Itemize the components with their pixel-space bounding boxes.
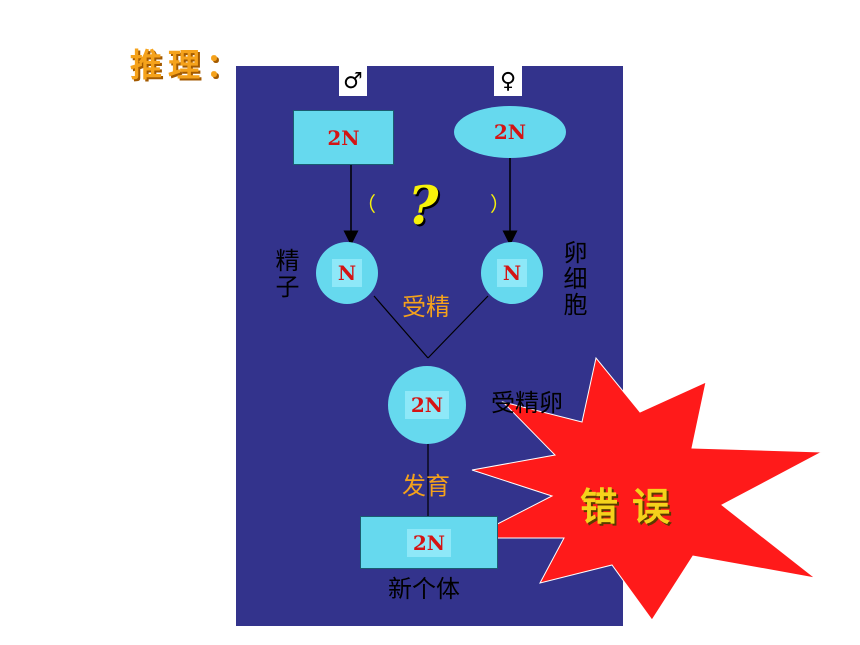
- egg-parent-cell: 2N: [454, 106, 566, 158]
- page-title: 推理：: [130, 46, 245, 84]
- question-mark: ?: [408, 176, 439, 237]
- sperm-label: 精子: [271, 248, 299, 300]
- zygote-cell: 2N: [388, 366, 466, 444]
- egg-cell: N: [481, 242, 543, 304]
- sperm-to-zygote-line: [373, 295, 429, 359]
- error-badge-text: 错误: [580, 484, 685, 529]
- new-individual-label: 新个体: [388, 575, 460, 603]
- new-individual-cell: 2N: [360, 516, 498, 569]
- sperm-cell: N: [316, 242, 378, 304]
- male-symbol-icon: ♂: [343, 69, 363, 94]
- paren-left: （: [356, 192, 376, 216]
- error-starburst: [469, 356, 824, 621]
- egg-to-zygote-line: [427, 295, 489, 359]
- male-symbol-box: ♂: [339, 66, 367, 96]
- zygote-label: 受精卵: [491, 389, 563, 417]
- female-symbol-box: ♀: [494, 66, 522, 96]
- paren-right: ）: [490, 192, 510, 216]
- egg-label: 卵细胞: [559, 240, 587, 318]
- fertilization-label: 受精: [402, 293, 450, 321]
- sperm-parent-cell: 2N: [293, 110, 394, 165]
- female-symbol-icon: ♀: [499, 69, 517, 94]
- development-label: 发育: [402, 472, 450, 500]
